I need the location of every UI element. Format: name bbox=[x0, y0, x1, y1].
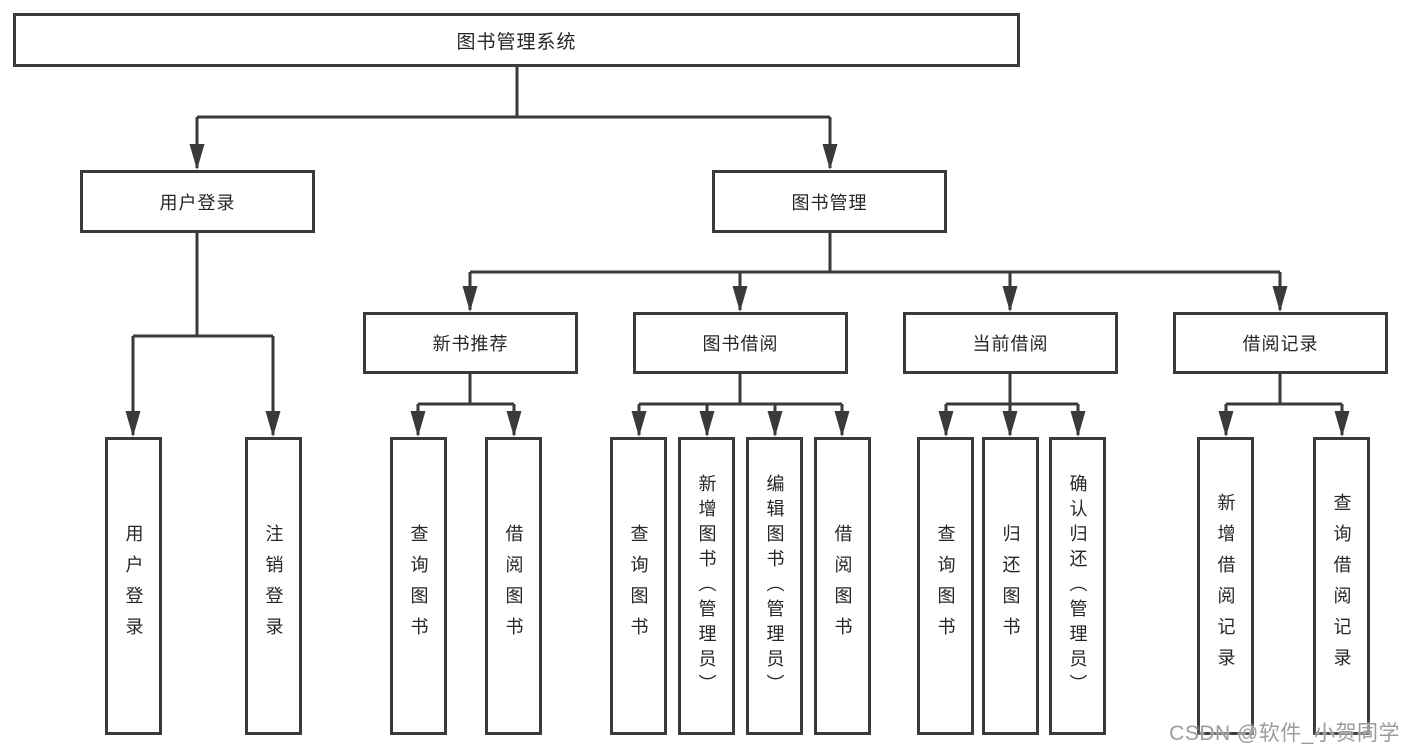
leaf-recommend-borrow-book-label: 借阅图书 bbox=[503, 524, 524, 648]
node-borrow-record-label: 借阅记录 bbox=[1242, 334, 1319, 354]
node-new-book-recommend: 新书推荐 bbox=[363, 312, 578, 374]
leaf-borrow-query-book-label: 查询图书 bbox=[628, 524, 649, 648]
leaf-add-book-admin: 新增图书（管理员） bbox=[678, 437, 735, 735]
connector-user-login-children bbox=[125, 233, 281, 437]
node-book-borrow: 图书借阅 bbox=[633, 312, 848, 374]
leaf-logout-label: 注销登录 bbox=[263, 524, 284, 648]
leaf-current-query-book-label: 查询图书 bbox=[935, 524, 956, 648]
node-book-management-label: 图书管理 bbox=[791, 192, 868, 213]
leaf-edit-book-admin: 编辑图书（管理员） bbox=[746, 437, 803, 735]
node-borrow-record: 借阅记录 bbox=[1173, 312, 1388, 374]
leaf-add-book-admin-label: 新增图书（管理员） bbox=[696, 473, 717, 699]
node-root: 图书管理系统 bbox=[13, 13, 1020, 67]
leaf-recommend-borrow-book: 借阅图书 bbox=[485, 437, 542, 735]
node-user-login-label: 用户登录 bbox=[159, 192, 236, 213]
leaf-query-borrow-record: 查询借阅记录 bbox=[1313, 437, 1370, 735]
leaf-user-login-label: 用户登录 bbox=[123, 524, 144, 648]
node-current-borrow-label: 当前借阅 bbox=[972, 334, 1049, 354]
node-current-borrow: 当前借阅 bbox=[903, 312, 1118, 374]
leaf-recommend-query-book: 查询图书 bbox=[390, 437, 447, 735]
leaf-borrow-book: 借阅图书 bbox=[814, 437, 871, 735]
leaf-logout: 注销登录 bbox=[245, 437, 302, 735]
leaf-edit-book-admin-label: 编辑图书（管理员） bbox=[764, 473, 785, 699]
connector-new-book-children bbox=[410, 374, 522, 437]
leaf-current-query-book: 查询图书 bbox=[917, 437, 974, 735]
leaf-user-login: 用户登录 bbox=[105, 437, 162, 735]
connector-book-mgmt-to-level3 bbox=[462, 233, 1288, 312]
node-user-login: 用户登录 bbox=[80, 170, 315, 233]
leaf-add-borrow-record-label: 新增借阅记录 bbox=[1215, 493, 1236, 679]
node-book-management: 图书管理 bbox=[712, 170, 947, 233]
leaf-borrow-query-book: 查询图书 bbox=[610, 437, 667, 735]
node-book-borrow-label: 图书借阅 bbox=[702, 334, 779, 354]
leaf-confirm-return-admin: 确认归还（管理员） bbox=[1049, 437, 1106, 735]
leaf-query-borrow-record-label: 查询借阅记录 bbox=[1331, 493, 1352, 679]
leaf-confirm-return-admin-label: 确认归还（管理员） bbox=[1067, 473, 1088, 699]
node-new-book-recommend-label: 新书推荐 bbox=[432, 334, 509, 354]
leaf-recommend-query-book-label: 查询图书 bbox=[408, 524, 429, 648]
leaf-return-book: 归还图书 bbox=[982, 437, 1039, 735]
leaf-borrow-book-label: 借阅图书 bbox=[832, 524, 853, 648]
connector-current-borrow-children bbox=[938, 374, 1086, 437]
leaf-return-book-label: 归还图书 bbox=[1000, 524, 1021, 648]
leaf-add-borrow-record: 新增借阅记录 bbox=[1197, 437, 1254, 735]
connector-root-to-level2 bbox=[189, 67, 838, 170]
connector-book-borrow-children bbox=[631, 374, 850, 437]
node-root-label: 图书管理系统 bbox=[456, 31, 577, 53]
csdn-watermark: CSDN @软件_小贺同学 bbox=[1169, 722, 1400, 745]
connector-borrow-record-children bbox=[1218, 374, 1350, 437]
